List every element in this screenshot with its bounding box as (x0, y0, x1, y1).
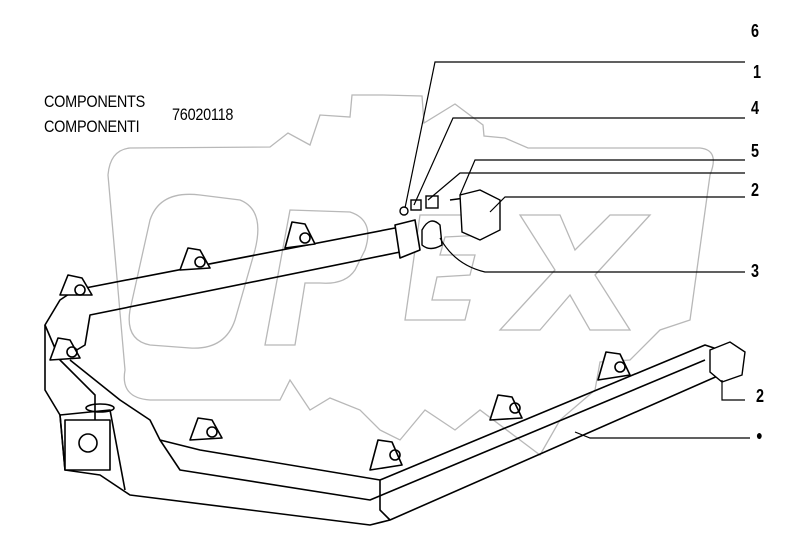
callout-label-6: 6 (751, 21, 760, 41)
callout-label-5: 5 (751, 141, 760, 161)
callout-bullet: ● (756, 427, 763, 443)
callout-label-2: 2 (751, 180, 760, 200)
callout-label-3: 3 (751, 261, 760, 281)
title-english: COMPONENTS (44, 92, 146, 111)
callout-leaders (404, 61, 750, 439)
callout-label-4: 4 (751, 98, 760, 118)
callout-label-2-lower: 2 (756, 386, 765, 406)
title-italian: COMPONENTI (44, 117, 140, 136)
callout-label-1: 1 (753, 62, 762, 82)
frame-assembly (44, 219, 721, 526)
clamp-parts (399, 189, 746, 383)
part-number: 76020118 (172, 105, 234, 124)
watermark-logo (107, 94, 714, 456)
